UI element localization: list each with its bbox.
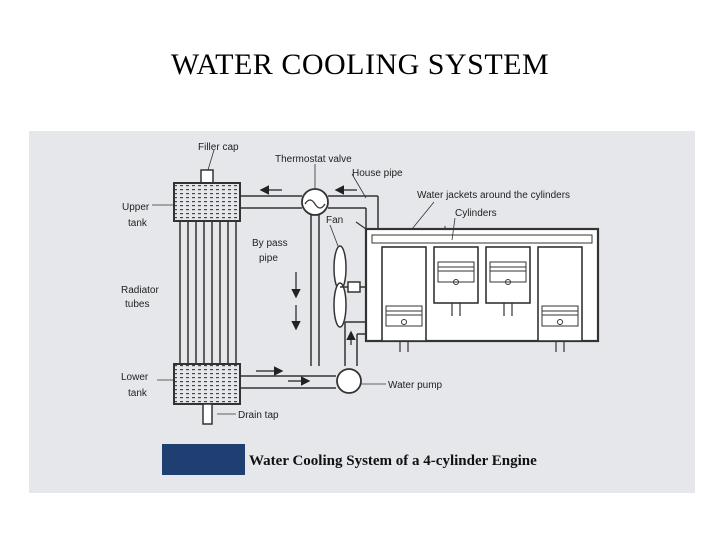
label-lower-tank-1: Lower <box>121 372 149 383</box>
label-cylinders: Cylinders <box>455 208 497 219</box>
engine-block <box>355 221 600 352</box>
label-lower-tank-2: tank <box>128 388 148 399</box>
label-bypass-2: pipe <box>259 253 278 264</box>
slide-title: WATER COOLING SYSTEM <box>170 48 550 81</box>
label-bypass-1: By pass <box>252 238 288 249</box>
radiator <box>173 169 241 425</box>
label-filler-cap: Filler cap <box>198 142 239 153</box>
pistons <box>385 261 579 327</box>
label-water-jackets: Water jackets around the cylinders <box>417 190 570 201</box>
label-upper-tank-1: Upper <box>122 202 150 213</box>
flow-arrows <box>256 185 357 386</box>
caption-text: Water Cooling System of a 4-cylinder Eng… <box>249 453 537 469</box>
label-house-pipe: House pipe <box>352 168 403 179</box>
label-radiator-2: tubes <box>125 299 149 310</box>
lower-hose <box>240 321 372 389</box>
upper-tank <box>173 182 241 222</box>
label-upper-tank-2: tank <box>128 218 148 229</box>
label-water-pump: Water pump <box>388 380 443 391</box>
water-pump <box>336 368 362 394</box>
label-thermostat-valve: Thermostat valve <box>275 154 352 165</box>
bypass-pipe <box>310 215 320 366</box>
fan <box>333 245 366 328</box>
upper-hose <box>240 195 379 229</box>
label-fan: Fan <box>326 215 343 226</box>
drain-tap <box>202 403 213 425</box>
caption-badge <box>162 444 245 475</box>
label-radiator-1: Radiator <box>121 285 159 296</box>
lower-tank <box>173 363 241 405</box>
filler-cap <box>200 169 214 184</box>
radiator-tubes <box>179 221 237 364</box>
cylinders <box>381 246 583 342</box>
label-drain-tap: Drain tap <box>238 410 279 421</box>
